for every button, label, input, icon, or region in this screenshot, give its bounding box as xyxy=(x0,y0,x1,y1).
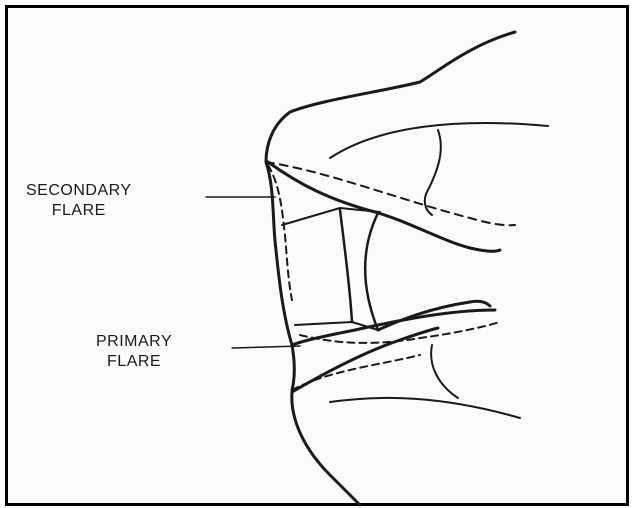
secondary-flare-label: SECONDARY FLARE xyxy=(26,181,132,221)
primary-flare-label: PRIMARY FLARE xyxy=(96,332,172,372)
crown-inner-contour xyxy=(330,123,548,158)
primary-flare-label-line1: PRIMARY xyxy=(96,332,172,352)
secondary-flare-label-line1: SECONDARY xyxy=(26,181,132,201)
secondary-flare-label-line2: FLARE xyxy=(26,201,132,221)
crown-groove xyxy=(425,130,441,215)
primary-flare-leader xyxy=(232,346,300,348)
lower-crown-inner xyxy=(330,398,520,418)
primary-flare-label-line2: FLARE xyxy=(96,352,172,372)
primary-flare-contour xyxy=(292,310,495,345)
lower-groove xyxy=(431,345,458,398)
lower-outline-dashed xyxy=(292,355,420,390)
lower-crown-outer xyxy=(292,392,360,505)
occlusal-wall-upper xyxy=(268,162,500,251)
pulpal-wall-right xyxy=(365,213,378,330)
pulpal-wall-left xyxy=(340,210,352,322)
crown-outer-contour xyxy=(266,32,515,162)
axial-wall-left xyxy=(266,162,294,390)
